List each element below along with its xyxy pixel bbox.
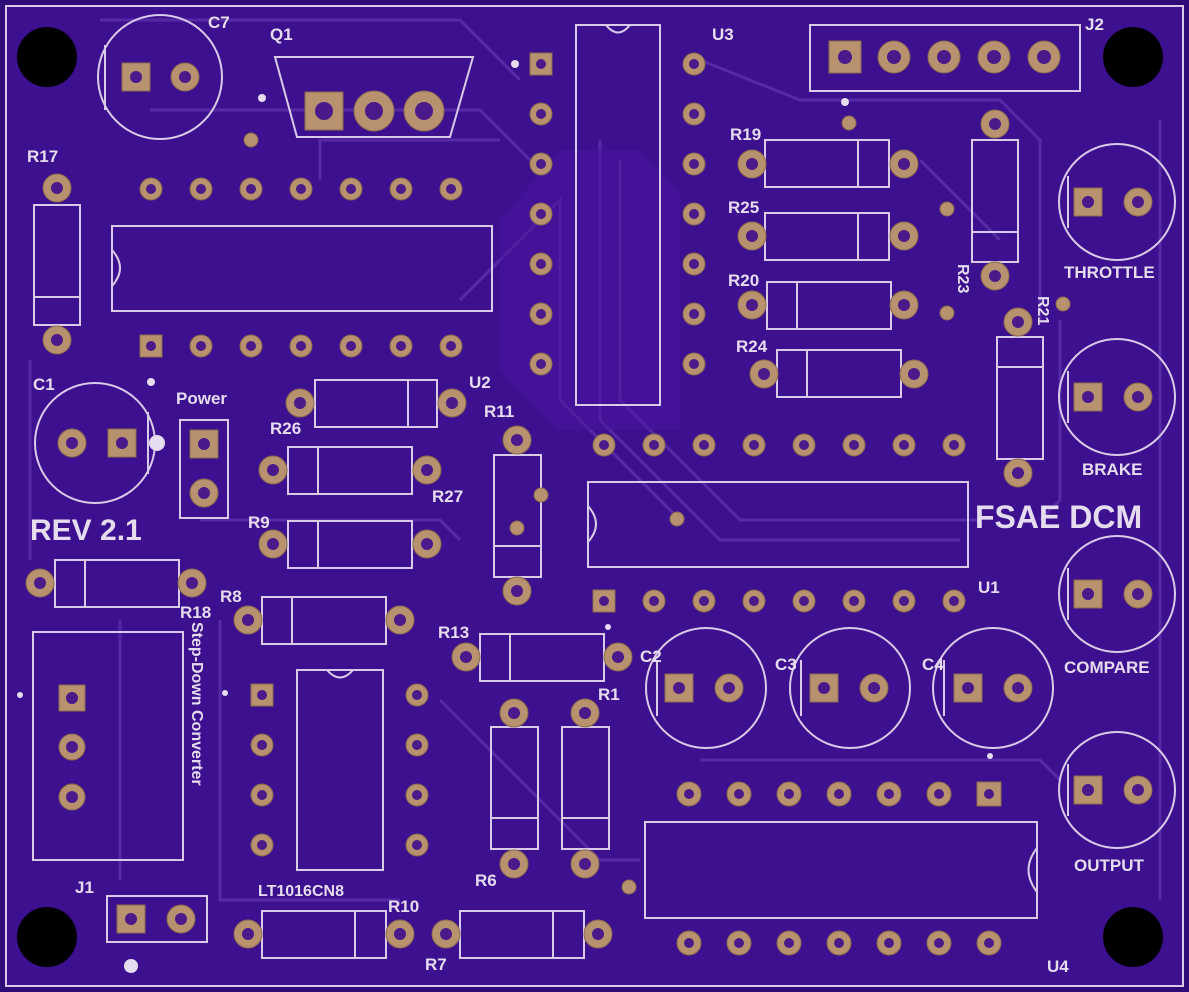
resistor-r24: R24 xyxy=(736,337,929,398)
mounting-hole-bl xyxy=(17,907,77,967)
label-lt1016: LT1016CN8 xyxy=(258,883,344,900)
resistor-r1: R1 xyxy=(561,685,620,879)
resistor-r17: R17 xyxy=(27,147,81,355)
copper-traces xyxy=(28,18,1162,902)
ic-dip14-top xyxy=(111,132,493,386)
resistor-r23: R23 xyxy=(841,109,1019,321)
resistor-r11: R11 xyxy=(484,402,549,606)
board-title: FSAE DCM xyxy=(975,499,1142,535)
power-header: Power xyxy=(176,389,229,519)
resistor-r26: R26 R27 xyxy=(258,419,463,506)
mounting-hole-br xyxy=(1103,907,1163,967)
label-r20: R20 xyxy=(728,271,759,290)
label-r24: R24 xyxy=(736,337,768,356)
label-q1: Q1 xyxy=(270,25,293,44)
label-u3: U3 xyxy=(712,25,734,44)
resistor-r21: R21 xyxy=(996,296,1071,488)
label-u1: U1 xyxy=(978,578,1000,597)
label-c4: C4 xyxy=(922,655,944,674)
ic-u3: U3 xyxy=(511,24,734,406)
resistor-r20: R20 xyxy=(728,271,919,330)
label-u2: U2 xyxy=(469,373,491,392)
ic-u1: U1 xyxy=(587,433,1000,630)
label-output: OUTPUT xyxy=(1074,856,1145,875)
connector-throttle: THROTTLE xyxy=(1058,143,1176,282)
capacitor-c4: C4 xyxy=(922,627,1054,759)
resistor-r10: R10 xyxy=(233,897,419,959)
label-r18: R18 xyxy=(180,603,211,622)
ic-lt1016: LT1016CN8 xyxy=(222,669,429,900)
mounting-hole-tl xyxy=(17,27,77,87)
resistor-r18: R18 xyxy=(25,559,211,622)
resistor-r25: R25 xyxy=(728,198,919,261)
label-compare: COMPARE xyxy=(1064,658,1150,677)
label-r23: R23 xyxy=(954,264,971,293)
label-power: Power xyxy=(176,389,227,408)
resistor-r8: R8 xyxy=(220,587,415,645)
connector-compare: COMPARE xyxy=(1058,535,1176,677)
connector-j1: J1 xyxy=(75,878,208,973)
revision-label: REV 2.1 xyxy=(30,514,142,547)
mounting-hole-tr xyxy=(1103,27,1163,87)
label-r6: R6 xyxy=(475,871,497,890)
label-r11: R11 xyxy=(484,402,514,421)
capacitor-c7: C7 xyxy=(97,13,230,140)
label-r19: R19 xyxy=(730,125,761,144)
step-down-converter: Step-Down Converter xyxy=(17,622,205,861)
label-brake: BRAKE xyxy=(1082,460,1142,479)
label-u4: U4 xyxy=(1047,957,1069,976)
label-stepdown: Step-Down Converter xyxy=(188,622,205,786)
label-r26: R26 xyxy=(270,419,301,438)
label-r10: R10 xyxy=(388,897,419,916)
connector-output: OUTPUT xyxy=(1058,731,1176,875)
resistor-r9: R9 xyxy=(248,513,442,569)
capacitor-c3: C3 xyxy=(775,627,911,749)
label-r25: R25 xyxy=(728,198,759,217)
transistor-q1: Q1 xyxy=(258,25,475,138)
resistor-r13: R13 xyxy=(438,623,633,682)
label-c2: C2 xyxy=(640,647,662,666)
resistor-r19: R19 xyxy=(730,125,919,188)
label-throttle: THROTTLE xyxy=(1064,263,1155,282)
label-j1: J1 xyxy=(75,878,94,897)
resistor-r6: R6 xyxy=(475,698,539,890)
label-r21: R21 xyxy=(1034,296,1051,325)
label-c3: C3 xyxy=(775,655,797,674)
capacitor-c2: C2 xyxy=(640,627,767,749)
label-r17: R17 xyxy=(27,147,58,166)
label-r1: R1 xyxy=(598,685,620,704)
ic-u4: U4 xyxy=(621,781,1069,976)
label-r13: R13 xyxy=(438,623,469,642)
resistor-r7: R7 xyxy=(425,910,613,974)
connector-j2: J2 xyxy=(809,15,1104,106)
label-c1: C1 xyxy=(33,375,55,394)
capacitor-c1: C1 xyxy=(33,375,165,504)
label-r27: R27 xyxy=(432,487,463,506)
label-r7: R7 xyxy=(425,955,447,974)
connector-brake: BRAKE xyxy=(1058,338,1176,479)
label-j2: J2 xyxy=(1085,15,1104,34)
label-c7: C7 xyxy=(208,13,230,32)
resistor-u2: U2 xyxy=(285,373,491,428)
label-r9: R9 xyxy=(248,513,270,532)
label-r8: R8 xyxy=(220,587,242,606)
ground-pour xyxy=(500,150,680,430)
